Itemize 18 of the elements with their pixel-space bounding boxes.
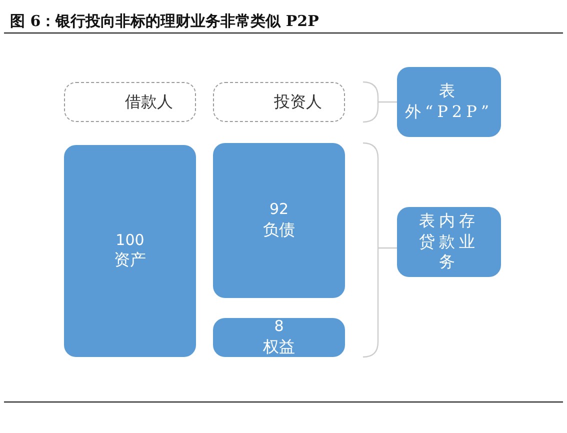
balance-block: [64, 145, 196, 357]
value-number: 92: [269, 200, 289, 220]
box-label: 表外“P2P”: [404, 81, 494, 123]
box-label: 借款人: [125, 92, 173, 112]
category-box: [397, 67, 501, 137]
box-label: 负债: [263, 220, 295, 241]
balance-block: [213, 318, 345, 357]
box-label: 表内存贷款业务: [418, 210, 480, 274]
value-number: 8: [274, 317, 284, 337]
box-label: 投资人: [274, 92, 322, 112]
category-box: [397, 207, 501, 277]
box-label: 权益: [263, 336, 295, 358]
role-box: [213, 82, 345, 122]
figure-title: 图 6：银行投向非标的理财业务非常类似 P2P: [10, 12, 319, 31]
role-box: [64, 82, 196, 122]
value-number: 100: [116, 230, 144, 250]
box-label: 资产: [114, 250, 146, 272]
balance-block: [213, 143, 345, 298]
